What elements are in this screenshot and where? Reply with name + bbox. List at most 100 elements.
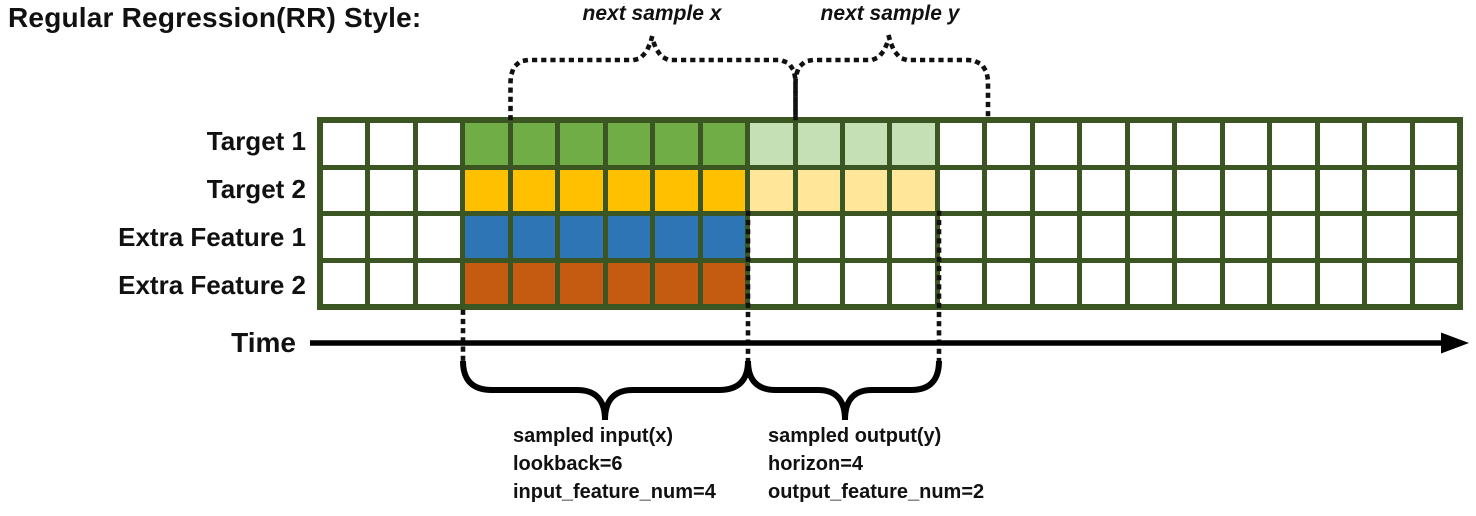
diagram-title: Regular Regression(RR) Style:	[8, 2, 422, 33]
grid-cell	[1367, 262, 1410, 304]
grid-cell	[465, 123, 508, 165]
grid-cell	[1177, 169, 1220, 211]
grid-cell	[417, 123, 461, 165]
grid-cell	[892, 216, 935, 258]
grid-cell	[512, 262, 556, 304]
grid-cell	[1272, 216, 1315, 258]
grid-cell	[1319, 169, 1363, 211]
grid-cell	[1224, 123, 1268, 165]
grid-cell	[512, 169, 556, 211]
grid-cell	[607, 262, 651, 304]
row-label-target-1: Target 1	[206, 125, 306, 156]
grid-cell	[750, 216, 793, 258]
grid-cell	[845, 169, 888, 211]
horizon-value: horizon=4	[768, 453, 864, 475]
grid-cell	[987, 169, 1030, 211]
grid-cell	[560, 216, 603, 258]
grid-cell	[750, 169, 793, 211]
grid-cell	[1082, 169, 1125, 211]
grid-cell	[1129, 262, 1173, 304]
grid-cell	[1272, 123, 1315, 165]
grid-cell	[560, 262, 603, 304]
grid-cell	[607, 216, 651, 258]
grid-cell	[750, 123, 793, 165]
grid-cell	[1414, 123, 1457, 165]
row-label-extra-feature-1: Extra Feature 1	[118, 222, 306, 253]
grid-cell	[417, 169, 461, 211]
grid-cell	[1367, 169, 1410, 211]
grid-cell	[987, 123, 1030, 165]
sample-grid	[317, 117, 1463, 310]
grid-cell	[655, 216, 698, 258]
grid-cell	[1272, 262, 1315, 304]
grid-cell	[1177, 216, 1220, 258]
grid-cell	[1272, 169, 1315, 211]
input-feature-num-value: input_feature_num=4	[513, 481, 716, 503]
grid-cell	[1177, 262, 1220, 304]
grid-cell	[417, 216, 461, 258]
grid-cell	[560, 123, 603, 165]
grid-cell	[845, 123, 888, 165]
grid-cell	[892, 123, 935, 165]
grid-cell	[512, 216, 556, 258]
grid-cell	[939, 262, 983, 304]
grid-cell	[512, 123, 556, 165]
next-sample-x-label: next sample x	[582, 2, 722, 25]
grid-cell	[702, 123, 746, 165]
grid-cell	[560, 169, 603, 211]
grid-cell	[323, 262, 366, 304]
grid-cell	[987, 262, 1030, 304]
grid-cell	[465, 216, 508, 258]
grid-cell	[702, 216, 746, 258]
grid-cell	[845, 216, 888, 258]
row-label-target-2: Target 2	[206, 173, 306, 204]
next-sample-y-label: next sample y	[820, 2, 960, 25]
sampled-input-note: sampled input(x) lookback=6 input_featur…	[513, 422, 716, 506]
sampled-output-note: sampled output(y) horizon=4 output_featu…	[768, 422, 984, 506]
grid-cell	[323, 216, 366, 258]
sampled-input-title: sampled input(x)	[513, 425, 674, 447]
grid-cell	[1224, 169, 1268, 211]
grid-cell	[892, 262, 935, 304]
grid-cell	[607, 169, 651, 211]
grid-cell	[323, 123, 366, 165]
grid-cell	[1034, 262, 1078, 304]
grid-cell	[1034, 169, 1078, 211]
grid-cell	[939, 216, 983, 258]
grid-cell	[892, 169, 935, 211]
grid-cell	[1224, 262, 1268, 304]
grid-cell	[1319, 123, 1363, 165]
grid-cell	[323, 169, 366, 211]
grid-cell	[797, 262, 841, 304]
sampled-output-brace	[745, 360, 942, 421]
grid-cell	[797, 169, 841, 211]
grid-cell	[1177, 123, 1220, 165]
time-axis-arrowhead	[1441, 332, 1469, 354]
grid-cell	[1082, 262, 1125, 304]
sampled-input-brace	[460, 360, 751, 421]
grid-cell	[1129, 169, 1173, 211]
grid-cell	[987, 216, 1030, 258]
grid-cell	[797, 216, 841, 258]
sampled-output-title: sampled output(y)	[768, 425, 942, 447]
grid-cell	[845, 262, 888, 304]
grid-cell	[702, 262, 746, 304]
grid-cell	[370, 123, 413, 165]
grid-cell	[465, 262, 508, 304]
grid-cell	[1319, 262, 1363, 304]
grid-cell	[1224, 216, 1268, 258]
grid-cell	[702, 169, 746, 211]
row-label-extra-feature-2: Extra Feature 2	[118, 270, 306, 301]
grid-cell	[797, 123, 841, 165]
grid-cell	[1082, 123, 1125, 165]
output-feature-num-value: output_feature_num=2	[768, 481, 985, 503]
grid-cell	[939, 169, 983, 211]
grid-cell	[370, 262, 413, 304]
grid-cell	[750, 262, 793, 304]
grid-cell	[417, 262, 461, 304]
grid-cell	[1129, 216, 1173, 258]
grid-cell	[607, 123, 651, 165]
grid-cell	[1367, 216, 1410, 258]
grid-cell	[465, 169, 508, 211]
